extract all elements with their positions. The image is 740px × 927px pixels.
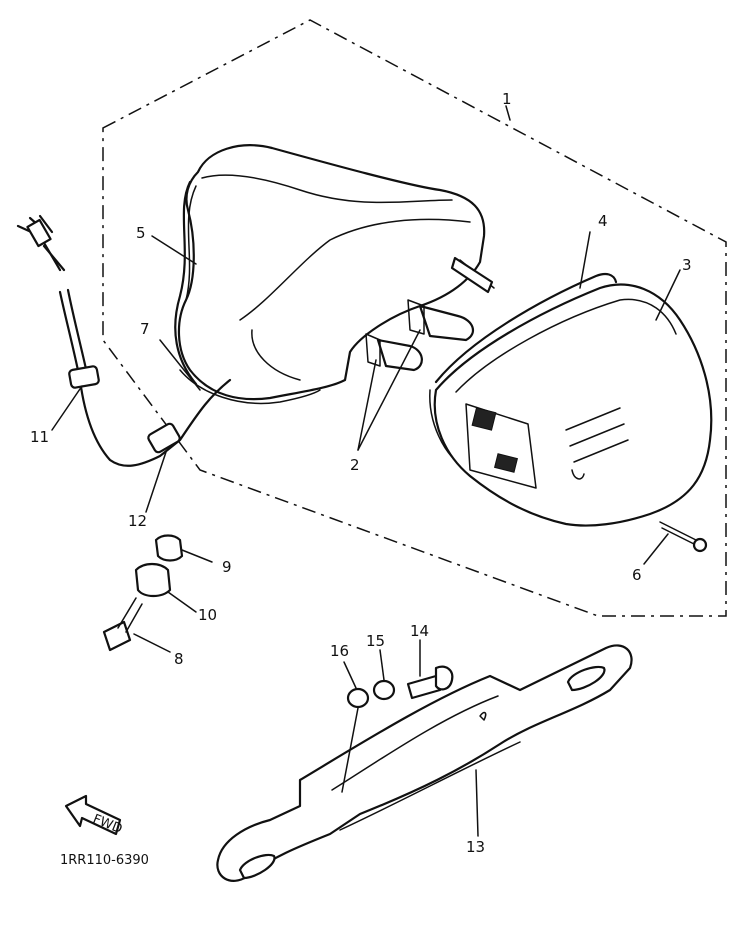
callout-8: 8 <box>174 650 184 668</box>
callout-10: 10 <box>198 606 217 624</box>
part-code: 1RR110-6390 <box>60 853 149 868</box>
callout-3: 3 <box>682 256 692 274</box>
callout-9: 9 <box>222 558 232 576</box>
taillight-lens <box>433 283 713 527</box>
hardware-14-15-16 <box>341 665 454 793</box>
callout-1: 1 <box>502 90 512 108</box>
callout-15: 15 <box>366 632 385 650</box>
leader-lines <box>51 231 681 837</box>
lens-gasket <box>434 272 618 384</box>
callout-7: 7 <box>140 320 150 338</box>
taillight-housing <box>177 144 495 405</box>
grommet-9 <box>154 534 184 562</box>
fwd-direction-arrow: FWD <box>64 794 125 837</box>
callout-2: 2 <box>350 456 360 474</box>
callout-16: 16 <box>330 642 349 660</box>
callout-6: 6 <box>632 566 642 584</box>
spacer-10 <box>134 562 172 598</box>
screw-6 <box>659 521 708 553</box>
callout-13: 13 <box>466 838 485 856</box>
wiring-harness <box>16 214 232 467</box>
callout-5: 5 <box>136 224 146 242</box>
callout-14: 14 <box>410 622 429 640</box>
bolt-8 <box>102 597 143 652</box>
callout-12: 12 <box>128 512 147 530</box>
fwd-label: FWD <box>91 812 125 837</box>
callout-4: 4 <box>598 212 608 230</box>
license-bracket <box>216 644 633 882</box>
assembly-boundary-dashed <box>102 19 727 617</box>
callout-11: 11 <box>30 428 49 446</box>
